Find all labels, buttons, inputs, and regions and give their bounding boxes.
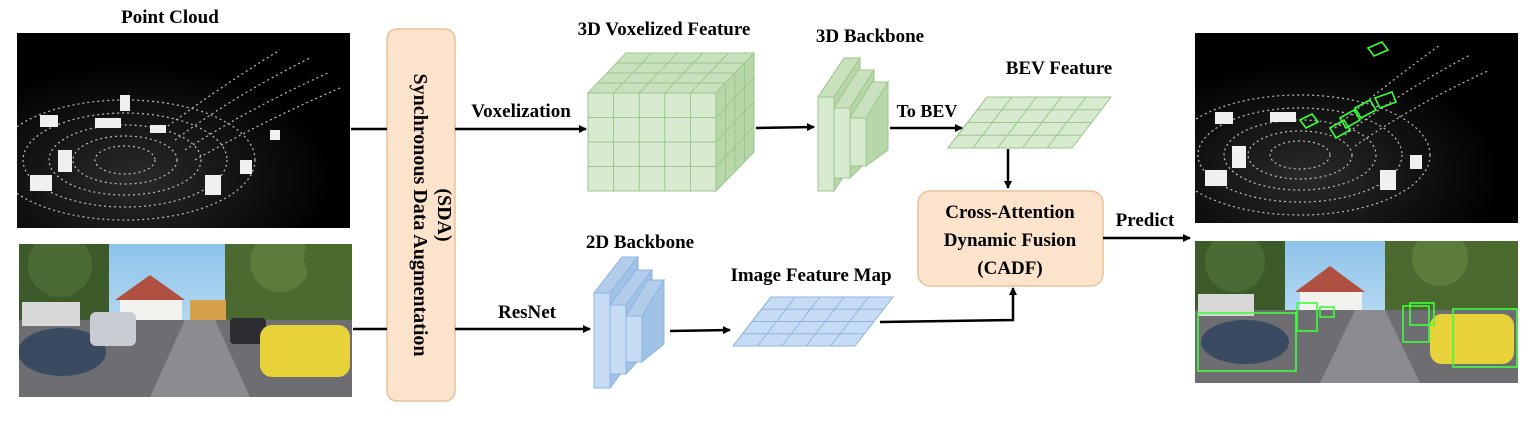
sda-label-line2: (SDA) — [433, 188, 455, 241]
3d-detection-boxes — [1298, 41, 1398, 140]
image-feature-map-title: Image Feature Map — [730, 265, 891, 286]
sda-module — [386, 28, 456, 402]
feature-map-to-cadf-arrow — [879, 287, 1017, 324]
2d-backbone-title: 2D Backbone — [586, 232, 694, 253]
2d-backbone-to-feature-map-arrow — [669, 326, 731, 335]
point-cloud-title: Point Cloud — [121, 7, 219, 28]
3d-backbone-title: 3D Backbone — [816, 26, 924, 47]
camera-output-image — [1195, 241, 1518, 383]
2d-backbone-layers — [592, 255, 665, 390]
cadf-label-line1: Cross-Attention — [945, 202, 1075, 223]
3d-backbone-layers — [817, 56, 889, 193]
camera-input-image — [19, 244, 352, 397]
point-cloud-input-image — [17, 33, 350, 228]
voxelized-feature-cube — [586, 51, 756, 193]
voxelization-label: Voxelization — [471, 101, 571, 122]
resnet-label: ResNet — [498, 302, 557, 323]
predict-label: Predict — [1116, 210, 1175, 231]
to-bev-label: To BEV — [897, 101, 958, 121]
2d-detection-boxes — [1197, 302, 1518, 372]
cadf-label-line3: (CADF) — [977, 258, 1042, 279]
point-cloud-output-image — [1195, 33, 1518, 223]
voxelized-feature-title: 3D Voxelized Feature — [578, 19, 751, 40]
cadf-label-line2: Dynamic Fusion — [944, 230, 1077, 251]
bev-feature-title: BEV Feature — [1006, 58, 1112, 79]
bev-feature-plane — [946, 96, 1113, 149]
sda-label-line1: Synchronous Data Augmentation — [409, 73, 431, 356]
voxel-to-3d-backbone-arrow — [755, 123, 815, 132]
image-feature-map-plane — [731, 296, 895, 347]
